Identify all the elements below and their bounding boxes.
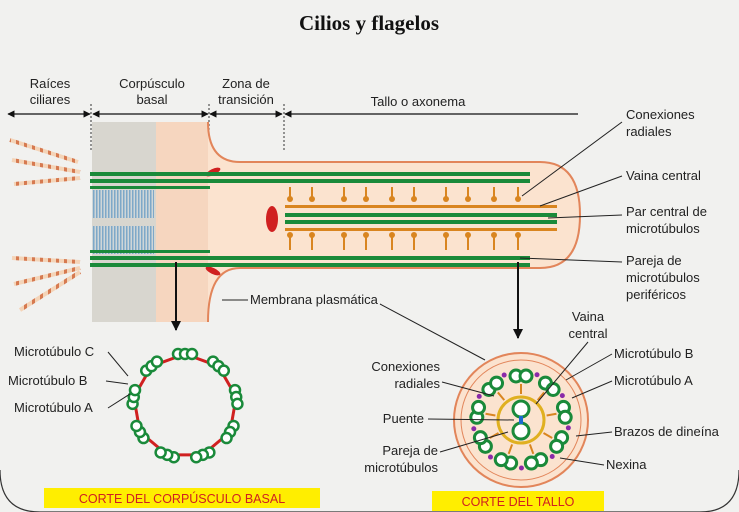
tallo-caption: CORTE DEL TALLO bbox=[462, 495, 575, 509]
label-zona-1: Zona de bbox=[222, 76, 270, 91]
tallo-caption-box bbox=[432, 491, 604, 511]
peripheral-doublet-bottom bbox=[90, 250, 530, 267]
central-pair-1 bbox=[285, 213, 557, 217]
ciliary-roots bbox=[9, 138, 82, 312]
basal-plate bbox=[266, 206, 278, 232]
central-sheath-bottom bbox=[285, 228, 557, 231]
basal-body-cross-section bbox=[126, 347, 244, 464]
label-t-vaina-1: Vaina bbox=[572, 309, 605, 324]
label-t-vaina-2: central bbox=[568, 326, 607, 341]
right-leader-lines bbox=[519, 121, 623, 263]
label-zona-2: transición bbox=[218, 92, 274, 107]
top-dimension-lines bbox=[7, 104, 578, 150]
tallo-inner-ring bbox=[460, 359, 582, 481]
label-t-pareja-1: Pareja de bbox=[382, 443, 438, 458]
basal-stripes-bottom bbox=[92, 226, 154, 254]
label-raices-2: ciliares bbox=[30, 92, 71, 107]
basal-stripes-top bbox=[92, 190, 154, 218]
label-t-brazos: Brazos de dineína bbox=[614, 424, 720, 439]
label-microtubulo-b: Microtúbulo B bbox=[8, 373, 87, 388]
label-corpusculo-1: Corpúsculo bbox=[119, 76, 185, 91]
tallo-puente bbox=[519, 416, 523, 424]
peripheral-doublet-top bbox=[90, 172, 530, 189]
label-pareja-2: microtúbulos bbox=[626, 270, 700, 285]
label-t-micro-a: Microtúbulo A bbox=[614, 373, 693, 388]
page-title: Cilios y flagelos bbox=[299, 11, 439, 35]
label-t-puente: Puente bbox=[383, 411, 424, 426]
tallo-central-mt-2 bbox=[511, 421, 531, 441]
basal-body-shade bbox=[156, 122, 208, 322]
basal-caption: CORTE DEL CORPÚSCULO BASAL bbox=[79, 491, 285, 506]
label-conexiones-2: radiales bbox=[626, 124, 672, 139]
cell-outline bbox=[0, 469, 739, 512]
label-vaina-central: Vaina central bbox=[626, 168, 701, 183]
basal-caption-box bbox=[44, 488, 320, 508]
label-par-central-1: Par central de bbox=[626, 204, 707, 219]
label-t-pareja-2: microtúbulos bbox=[364, 460, 438, 475]
central-pair-2 bbox=[285, 220, 557, 224]
label-t-conexiones-1: Conexiones bbox=[371, 359, 440, 374]
label-raices-1: Raíces bbox=[30, 76, 71, 91]
label-microtubulo-a: Microtúbulo A bbox=[14, 400, 93, 415]
label-conexiones-1: Conexiones bbox=[626, 107, 695, 122]
central-sheath-top bbox=[285, 205, 557, 208]
label-par-central-2: microtúbulos bbox=[626, 221, 700, 236]
label-tallo: Tallo o axonema bbox=[371, 94, 466, 109]
label-pareja-3: periféricos bbox=[626, 287, 686, 302]
tallo-leader-lines bbox=[427, 341, 613, 466]
label-corpusculo-2: basal bbox=[136, 92, 167, 107]
radial-spokes bbox=[287, 187, 521, 250]
basal-leader-lines bbox=[105, 351, 131, 409]
label-t-nexina: Nexina bbox=[606, 457, 647, 472]
label-microtubulo-c: Microtúbulo C bbox=[14, 344, 94, 359]
label-pareja-1: Pareja de bbox=[626, 253, 682, 268]
tallo-central-mt-1 bbox=[511, 399, 531, 419]
label-t-conexiones-2: radiales bbox=[394, 376, 440, 391]
tallo-cross-section bbox=[469, 368, 573, 471]
membrana-leader-2 bbox=[379, 303, 486, 361]
transition-fiber-bottom bbox=[205, 266, 221, 276]
label-t-micro-b: Microtúbulo B bbox=[614, 346, 693, 361]
label-membrana: Membrana plasmática bbox=[250, 292, 379, 307]
